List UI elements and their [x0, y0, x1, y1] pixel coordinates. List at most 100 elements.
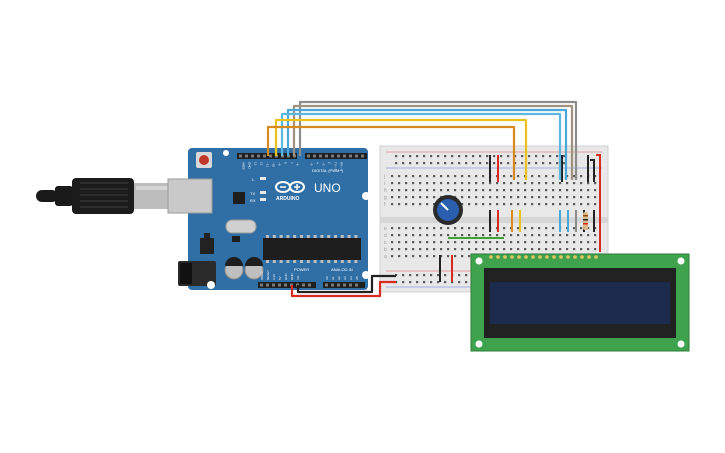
breadboard-hole[interactable]: [559, 196, 562, 199]
breadboard-hole[interactable]: [482, 248, 485, 251]
breadboard-hole[interactable]: [458, 274, 461, 277]
breadboard-hole[interactable]: [580, 182, 583, 185]
lcd-pin[interactable]: [531, 255, 535, 259]
breadboard-hole[interactable]: [549, 155, 552, 158]
breadboard-hole[interactable]: [580, 189, 583, 192]
breadboard-hole[interactable]: [538, 234, 541, 237]
breadboard-hole[interactable]: [503, 175, 506, 178]
breadboard-hole[interactable]: [433, 175, 436, 178]
header-pin[interactable]: [302, 283, 305, 287]
breadboard-hole[interactable]: [517, 241, 520, 244]
breadboard-hole[interactable]: [419, 227, 422, 230]
breadboard-hole[interactable]: [472, 162, 475, 165]
breadboard-hole[interactable]: [409, 274, 412, 277]
breadboard-hole[interactable]: [552, 234, 555, 237]
breadboard-hole[interactable]: [391, 255, 394, 258]
breadboard-hole[interactable]: [405, 241, 408, 244]
breadboard-hole[interactable]: [531, 248, 534, 251]
breadboard-hole[interactable]: [475, 227, 478, 230]
breadboard-hole[interactable]: [503, 234, 506, 237]
breadboard-hole[interactable]: [398, 175, 401, 178]
reset-button-cap[interactable]: [199, 155, 209, 165]
breadboard-hole[interactable]: [573, 182, 576, 185]
breadboard-hole[interactable]: [465, 274, 468, 277]
breadboard-hole[interactable]: [517, 248, 520, 251]
breadboard-hole[interactable]: [524, 227, 527, 230]
breadboard-hole[interactable]: [496, 196, 499, 199]
breadboard-hole[interactable]: [594, 196, 597, 199]
breadboard-hole[interactable]: [433, 182, 436, 185]
breadboard-hole[interactable]: [405, 182, 408, 185]
breadboard-hole[interactable]: [545, 234, 548, 237]
breadboard-hole[interactable]: [440, 241, 443, 244]
header-pin[interactable]: [343, 154, 346, 158]
breadboard-hole[interactable]: [405, 227, 408, 230]
breadboard-hole[interactable]: [587, 189, 590, 192]
wire-black-gnd[interactable]: [296, 274, 396, 294]
breadboard-hole[interactable]: [461, 182, 464, 185]
header-pin[interactable]: [308, 283, 311, 287]
header-pin[interactable]: [337, 283, 340, 287]
breadboard-hole[interactable]: [451, 281, 454, 284]
breadboard-hole[interactable]: [412, 203, 415, 206]
digital-header-right[interactable]: [305, 153, 367, 159]
breadboard-hole[interactable]: [405, 175, 408, 178]
breadboard-hole[interactable]: [440, 248, 443, 251]
breadboard-hole[interactable]: [412, 227, 415, 230]
breadboard-hole[interactable]: [412, 255, 415, 258]
breadboard-hole[interactable]: [517, 182, 520, 185]
breadboard-hole[interactable]: [454, 241, 457, 244]
breadboard-hole[interactable]: [391, 248, 394, 251]
header-pin[interactable]: [307, 154, 310, 158]
breadboard-hole[interactable]: [468, 196, 471, 199]
breadboard-hole[interactable]: [587, 227, 590, 230]
breadboard-hole[interactable]: [433, 196, 436, 199]
breadboard-hole[interactable]: [538, 175, 541, 178]
breadboard-hole[interactable]: [391, 227, 394, 230]
header-pin[interactable]: [349, 154, 352, 158]
breadboard-hole[interactable]: [426, 248, 429, 251]
breadboard-hole[interactable]: [419, 241, 422, 244]
breadboard-hole[interactable]: [510, 203, 513, 206]
breadboard-hole[interactable]: [486, 162, 489, 165]
breadboard-hole[interactable]: [458, 281, 461, 284]
breadboard-hole[interactable]: [412, 196, 415, 199]
breadboard-hole[interactable]: [587, 203, 590, 206]
breadboard-hole[interactable]: [489, 189, 492, 192]
breadboard-hole[interactable]: [507, 162, 510, 165]
breadboard-hole[interactable]: [563, 155, 566, 158]
breadboard-hole[interactable]: [412, 189, 415, 192]
breadboard-hole[interactable]: [461, 241, 464, 244]
breadboard-hole[interactable]: [419, 234, 422, 237]
breadboard-hole[interactable]: [426, 175, 429, 178]
breadboard-hole[interactable]: [496, 203, 499, 206]
breadboard-hole[interactable]: [433, 248, 436, 251]
breadboard-hole[interactable]: [587, 241, 590, 244]
breadboard-hole[interactable]: [440, 182, 443, 185]
breadboard-hole[interactable]: [454, 189, 457, 192]
breadboard-hole[interactable]: [594, 203, 597, 206]
breadboard-hole[interactable]: [559, 182, 562, 185]
breadboard-hole[interactable]: [559, 248, 562, 251]
breadboard-hole[interactable]: [447, 189, 450, 192]
breadboard-hole[interactable]: [405, 189, 408, 192]
header-pin[interactable]: [349, 283, 352, 287]
breadboard-hole[interactable]: [486, 155, 489, 158]
breadboard-hole[interactable]: [482, 189, 485, 192]
breadboard-hole[interactable]: [440, 234, 443, 237]
breadboard-hole[interactable]: [454, 234, 457, 237]
breadboard-hole[interactable]: [524, 234, 527, 237]
breadboard-hole[interactable]: [444, 162, 447, 165]
breadboard-hole[interactable]: [454, 175, 457, 178]
breadboard-hole[interactable]: [524, 241, 527, 244]
breadboard-hole[interactable]: [587, 248, 590, 251]
breadboard-hole[interactable]: [580, 175, 583, 178]
breadboard-hole[interactable]: [566, 241, 569, 244]
breadboard-hole[interactable]: [510, 182, 513, 185]
breadboard-jumpers[interactable]: [439, 154, 601, 282]
breadboard-hole[interactable]: [531, 189, 534, 192]
breadboard-hole[interactable]: [395, 155, 398, 158]
breadboard-hole[interactable]: [538, 196, 541, 199]
breadboard-hole[interactable]: [405, 255, 408, 258]
